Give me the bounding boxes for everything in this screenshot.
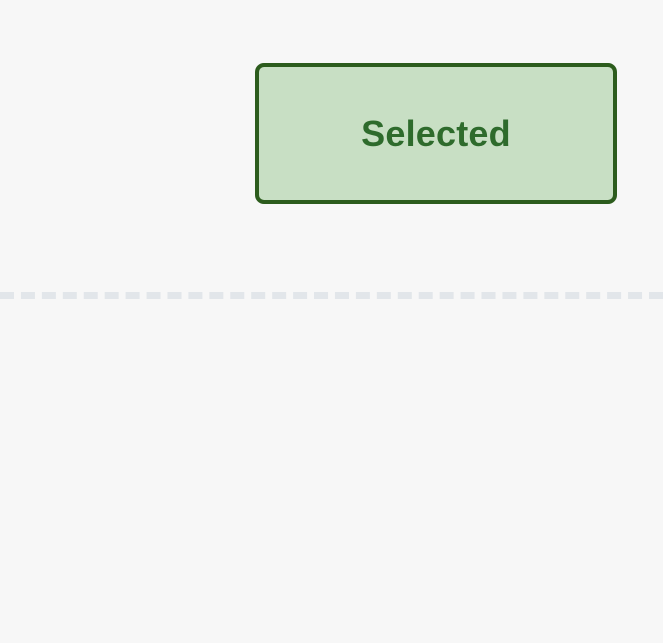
selected-button[interactable]: Selected [255, 63, 617, 204]
row-separator [0, 292, 663, 299]
option-description-1: ce can be ation. [0, 152, 232, 260]
description-line: ation. [0, 206, 232, 260]
option-row-unselected: ession 2 Big Idea of alues) and Select [0, 299, 663, 643]
description-line: ce can be [0, 152, 232, 206]
option-row-selected: ce can be ation. Selected [0, 0, 663, 292]
